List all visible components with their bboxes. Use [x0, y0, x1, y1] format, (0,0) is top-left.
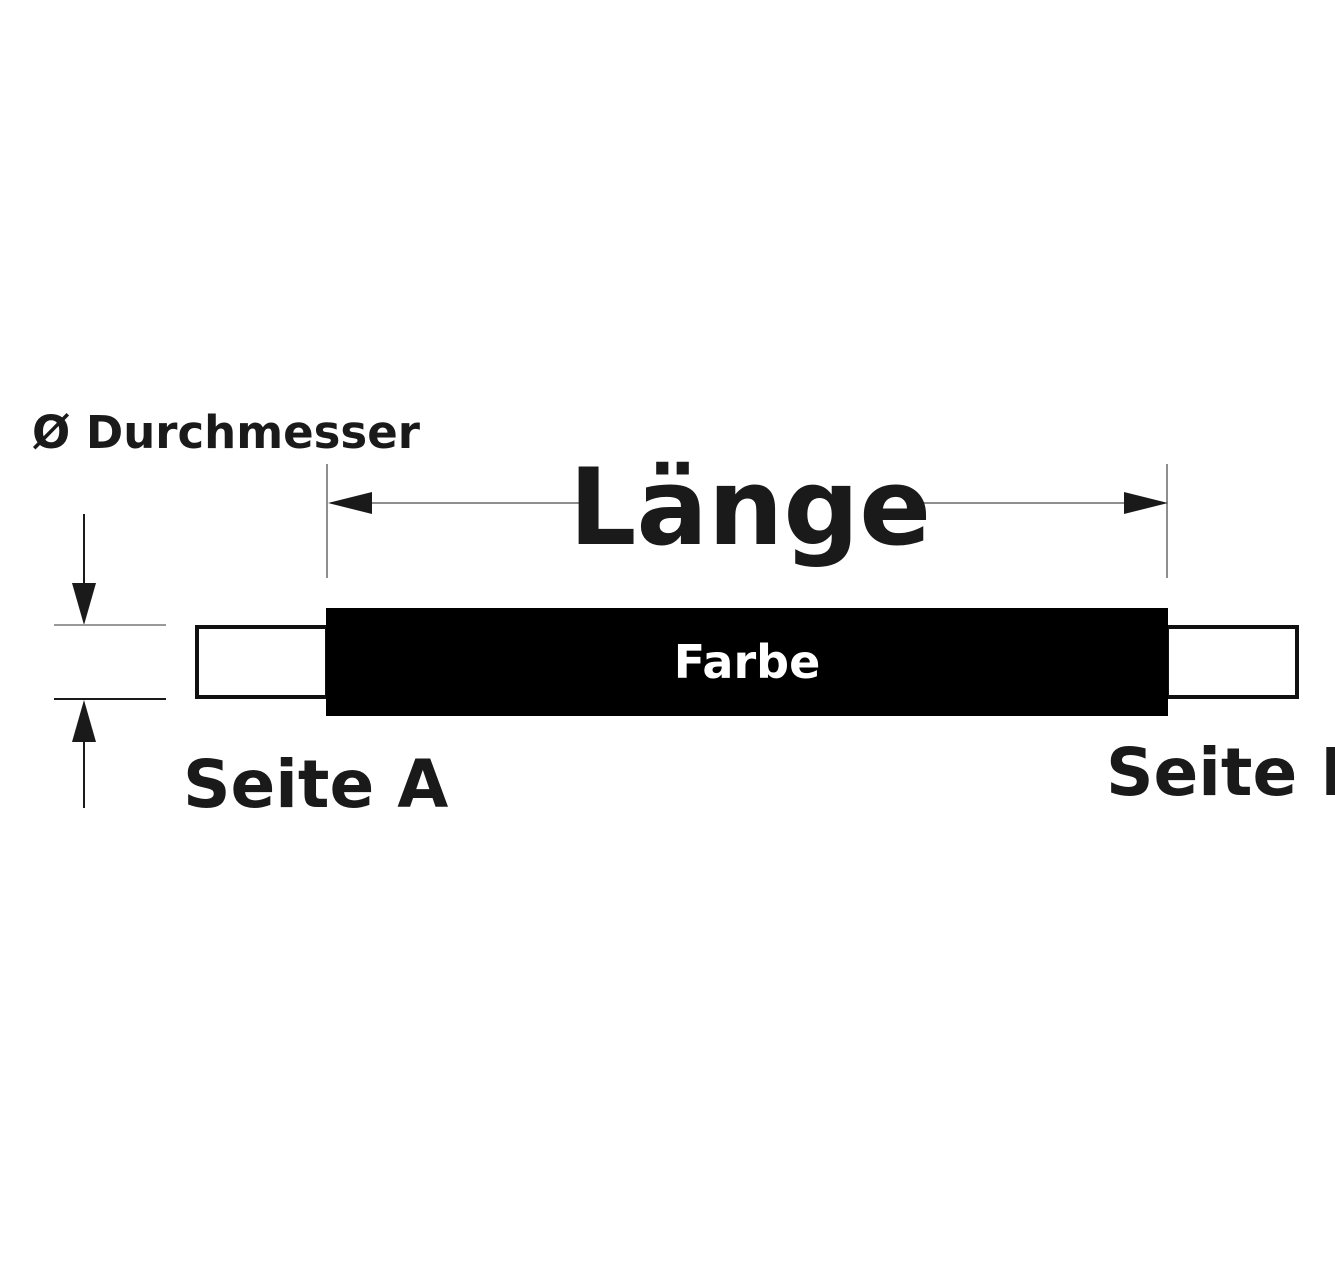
- side-b-label: Seite B: [1106, 734, 1335, 811]
- dimension-line-left-segment: [331, 502, 583, 504]
- dimension-line-right-segment: [915, 502, 1125, 504]
- length-label: Länge: [568, 446, 932, 569]
- diameter-tick-top: [54, 624, 166, 626]
- arrow-down-icon: [72, 583, 96, 625]
- arrow-left-icon: [328, 492, 372, 514]
- cable-end-cap-left: [195, 625, 329, 699]
- arrow-up-shaft: [83, 742, 85, 808]
- extension-line-right: [1166, 464, 1168, 578]
- diameter-tick-bottom: [54, 698, 166, 700]
- arrow-up-icon: [72, 700, 96, 742]
- diameter-label: Ø Durchmesser: [32, 406, 420, 459]
- arrow-down-shaft: [83, 514, 85, 584]
- extension-line-left: [326, 464, 328, 578]
- arrow-right-icon: [1124, 492, 1168, 514]
- cable-end-cap-right: [1165, 625, 1299, 699]
- color-label: Farbe: [673, 635, 821, 689]
- side-a-label: Seite A: [183, 746, 449, 823]
- cable-sleeve-bar: Farbe: [326, 608, 1168, 716]
